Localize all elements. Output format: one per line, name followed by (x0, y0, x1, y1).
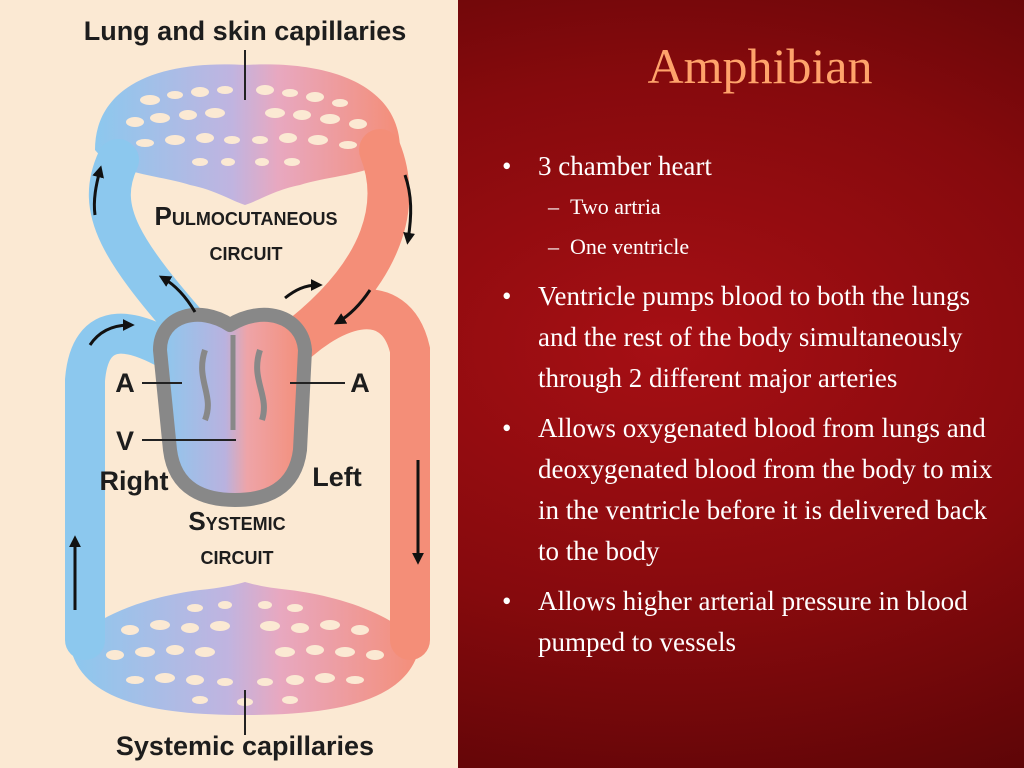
sub-bullet-item: One ventricle (538, 227, 1013, 267)
bullet-item: Allows oxygenated blood from lungs and d… (498, 408, 1013, 572)
bullet-item: 3 chamber heart Two artria One ventricle (498, 146, 1013, 267)
ventricle-label: V (116, 426, 134, 456)
atrium-right-label: A (115, 368, 135, 398)
slide-title: Amphibian (647, 38, 873, 94)
systemic-circuit-label: CIRCUIT (201, 548, 274, 568)
lung-capillary-bed (95, 50, 400, 205)
sub-bullet-item: Two artria (538, 187, 1013, 227)
right-side-label: Right (100, 466, 169, 496)
pulmocutaneous-circuit-label: CIRCUIT (210, 244, 283, 264)
systemic-initial: S (188, 506, 205, 536)
bullet-item: Ventricle pumps blood to both the lungs … (498, 276, 1013, 399)
systemic-label: SYSTEMIC (188, 506, 285, 536)
pulmocutaneous-label: PULMOCUTANEOUS (155, 201, 338, 231)
left-side-label: Left (312, 462, 362, 492)
sub-bullet-list: Two artria One ventricle (538, 187, 1013, 267)
bullet-text: 3 chamber heart (538, 151, 712, 181)
atrium-left-label: A (350, 368, 370, 398)
systemic-capillary-bed (70, 582, 420, 735)
systemic-rest: YSTEMIC (206, 514, 286, 534)
circulation-diagram: Lung and skin capillaries PULMOCUTANEOUS… (0, 0, 458, 768)
heart (153, 307, 312, 507)
pulmo-rest: ULMOCUTANEOUS (172, 209, 338, 229)
flow-arrows (69, 165, 424, 610)
pulmo-initial: P (155, 201, 172, 231)
bullet-item: Allows higher arterial pressure in blood… (498, 581, 1013, 663)
circulation-svg: Lung and skin capillaries PULMOCUTANEOUS… (65, 16, 430, 761)
top-capillaries-label: Lung and skin capillaries (84, 16, 407, 46)
pointer-lines (142, 382, 345, 441)
bottom-capillaries-label: Systemic capillaries (116, 731, 374, 761)
bullet-list: 3 chamber heart Two artria One ventricle… (498, 146, 1013, 672)
